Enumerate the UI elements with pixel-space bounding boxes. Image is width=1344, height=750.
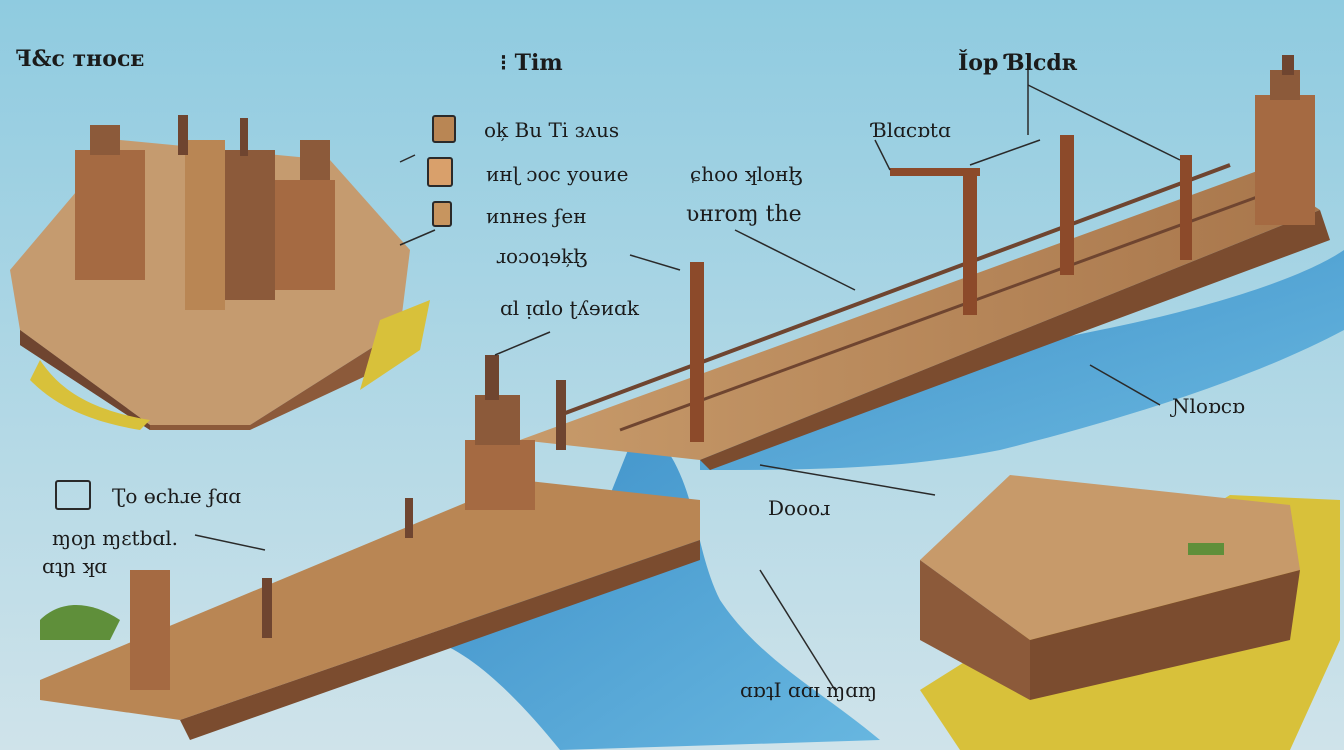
label-mid-1: ɕhoo ʞloʜɮ bbox=[690, 162, 803, 186]
river-right bbox=[700, 250, 1344, 470]
legend-box-1 bbox=[432, 115, 456, 143]
label-mid-2: ʋʜroɱ the bbox=[686, 202, 802, 227]
label-top-left-title: ꟻ&c ᴛʜᴏᴄᴇ bbox=[16, 46, 144, 72]
label-top-center-title: ⁝ Tim bbox=[500, 50, 563, 76]
label-left-lower-2: ɱoɲ ɱɛtbɑl. bbox=[52, 526, 178, 550]
river bbox=[430, 420, 880, 750]
label-right-mid: Ɲloɒcɒ bbox=[1172, 394, 1245, 418]
legend-box-left bbox=[55, 480, 91, 510]
label-left-lower-1: Ʈo ɵchɹe ʄɑɑ bbox=[112, 484, 242, 508]
right-tower bbox=[1255, 55, 1315, 225]
label-side-1: ɹoɔoʇɘķɮ bbox=[496, 244, 588, 268]
label-right-lower: Doooɹ bbox=[768, 496, 831, 520]
label-top-right-title: Ǐop Ɓlcdʀ bbox=[958, 50, 1078, 76]
lower-pier bbox=[40, 355, 700, 740]
label-legend-1: oķ Bu Ti ᴈʌus bbox=[484, 118, 620, 142]
annotation-lines bbox=[194, 70, 1181, 691]
lower-right-platform bbox=[920, 475, 1340, 750]
label-bottom-center: ɑɒʇΙ ɑɑɪ ɱɑɱ bbox=[740, 678, 877, 702]
legend-box-3 bbox=[432, 201, 452, 227]
label-legend-2: ᴎʜɭ ɔoc youᴎe bbox=[486, 162, 629, 186]
label-side-2: ɑl ᴉɑlo ʈʎɘᴎɑk bbox=[500, 296, 639, 320]
bridge-deck bbox=[520, 135, 1330, 470]
label-left-lower-3: ɑʇɲ ʞɑ bbox=[42, 554, 107, 578]
label-top-right-2: Ɓlɑcɒtɑ bbox=[872, 118, 951, 142]
label-legend-3: ᴎnʜes ʄeʜ bbox=[486, 204, 587, 228]
legend-box-2 bbox=[427, 157, 453, 187]
castle-island bbox=[10, 115, 430, 430]
